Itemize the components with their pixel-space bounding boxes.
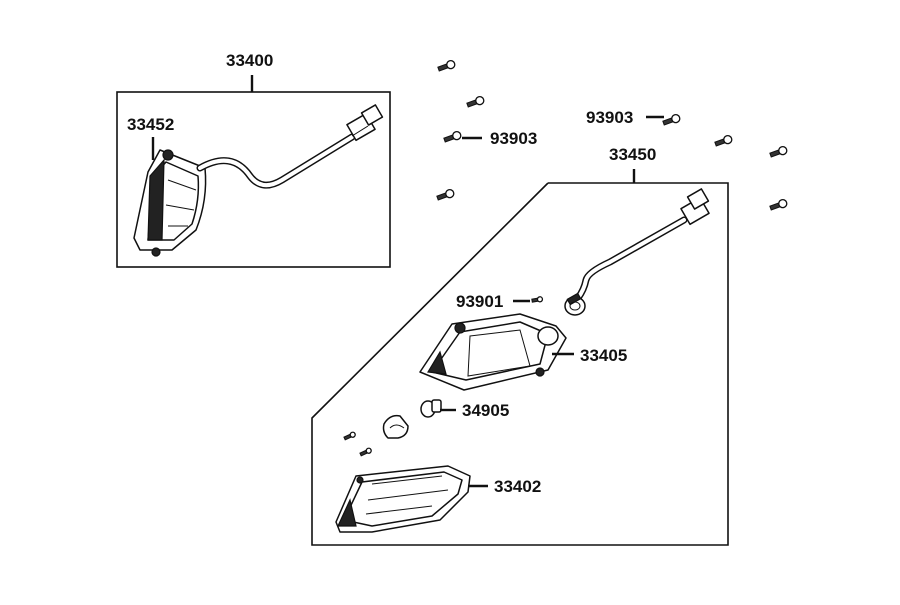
- connector-icon: [680, 188, 710, 226]
- assembly-right-frame: [311, 182, 729, 546]
- screw-icon: [443, 130, 462, 143]
- screw-icon: [769, 198, 788, 211]
- screw-icon: [436, 188, 455, 201]
- label-33450: 33450: [609, 145, 656, 164]
- label-93903-b: 93903: [586, 108, 633, 127]
- screw-icon: [662, 113, 681, 126]
- label-33400: 33400: [226, 51, 273, 70]
- turn-signal-lamp-icon: [133, 149, 207, 257]
- screw-icon: [359, 447, 372, 457]
- label-93901: 93901: [456, 292, 503, 311]
- screw-icon: [437, 59, 456, 72]
- bulb-icon: [420, 399, 442, 418]
- screw-icon: [343, 431, 356, 441]
- assembly-left-frame: [116, 91, 391, 268]
- socket-icon: [564, 292, 586, 316]
- screw-icon: [531, 296, 544, 303]
- wire-harness-left: [196, 133, 356, 189]
- lamp-housing-icon: [419, 313, 567, 391]
- screw-icon: [769, 145, 788, 158]
- screw-icon: [466, 95, 485, 108]
- label-33405: 33405: [580, 346, 627, 365]
- lens-icon: [335, 465, 471, 533]
- label-33402: 33402: [494, 477, 541, 496]
- label-33452: 33452: [127, 115, 174, 134]
- screw-icon: [714, 134, 733, 147]
- label-34905: 34905: [462, 401, 509, 420]
- wire-harness-right: [574, 216, 688, 302]
- label-93903-a: 93903: [490, 129, 537, 148]
- bulb-cover-icon: [382, 414, 409, 439]
- connector-icon: [346, 104, 384, 142]
